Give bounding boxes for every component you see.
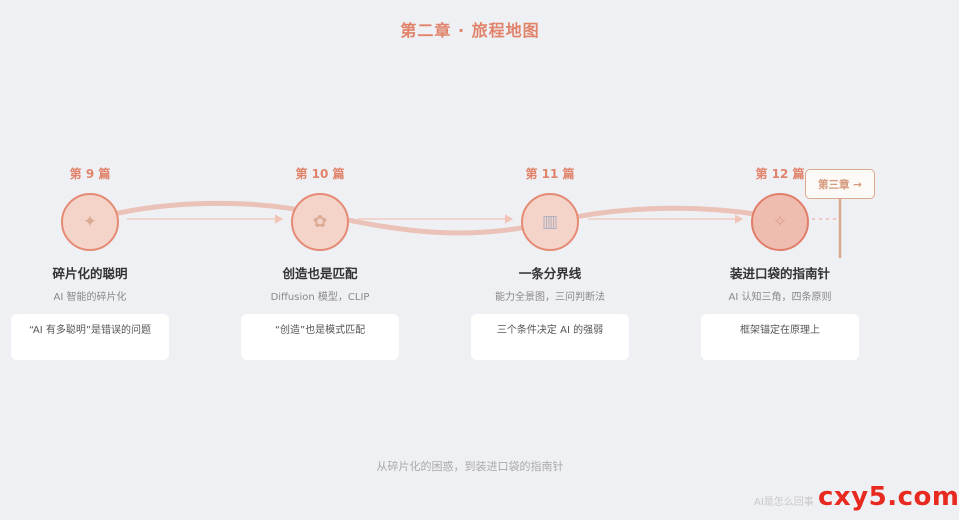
compass-icon: ✧: [772, 212, 788, 232]
journey-wave: [87, 200, 783, 236]
stage-card: “AI 有多聪明”是错误的问题: [11, 314, 169, 360]
stage-subtitle: AI 智能的碎片化: [53, 292, 127, 303]
puzzle-icon: ✦: [82, 212, 98, 232]
next-chapter-button[interactable]: 第三章 →: [805, 169, 875, 199]
site-name-faint: AI是怎么回事: [754, 497, 814, 508]
stage-subtitle: Diffusion 模型，CLIP: [270, 292, 370, 303]
stage-number: 第 9 篇: [69, 167, 111, 181]
stage-subtitle: AI 认知三角，四条原则: [728, 292, 832, 303]
stage-11[interactable]: 第 11 篇 ▥ 一条分界线 能力全景图，三问判断法 三个条件决定 AI 的强弱: [450, 165, 650, 360]
chapter-title: 第二章 · 旅程地图: [400, 21, 540, 40]
palette-icon: ✿: [312, 212, 328, 232]
stage-node[interactable]: ✦: [61, 193, 119, 251]
stage-card: 框架锚定在原理上: [701, 314, 859, 360]
stage-10[interactable]: 第 10 篇 ✿ 创造也是匹配 Diffusion 模型，CLIP “创造”也是…: [220, 165, 420, 360]
stage-node[interactable]: ▥: [521, 193, 579, 251]
stage-node[interactable]: ✿: [291, 193, 349, 251]
stage-title: 创造也是匹配: [282, 266, 358, 281]
journey-caption: 从碎片化的困惑，到装进口袋的指南针: [376, 460, 564, 473]
watermark-logo: cxy5.com: [818, 482, 959, 512]
stage-card: 三个条件决定 AI 的强弱: [471, 314, 629, 360]
stage-9[interactable]: 第 9 篇 ✦ 碎片化的聪明 AI 智能的碎片化 “AI 有多聪明”是错误的问题: [0, 165, 190, 360]
stage-number: 第 11 篇: [525, 167, 575, 181]
stage-title: 装进口袋的指南针: [729, 266, 830, 281]
stage-12[interactable]: 第 12 篇 ✧ 装进口袋的指南针 AI 认知三角，四条原则 框架锚定在原理上: [680, 165, 880, 360]
stage-number: 第 12 篇: [755, 167, 805, 181]
stage-title: 一条分界线: [518, 266, 582, 281]
stage-subtitle: 能力全景图，三问判断法: [495, 292, 605, 303]
stage-node[interactable]: ✧: [751, 193, 809, 251]
stage-card: “创造”也是模式匹配: [241, 314, 399, 360]
map-icon: ▥: [541, 212, 559, 232]
stage-title: 碎片化的聪明: [52, 266, 128, 281]
stage-number: 第 10 篇: [295, 167, 345, 181]
